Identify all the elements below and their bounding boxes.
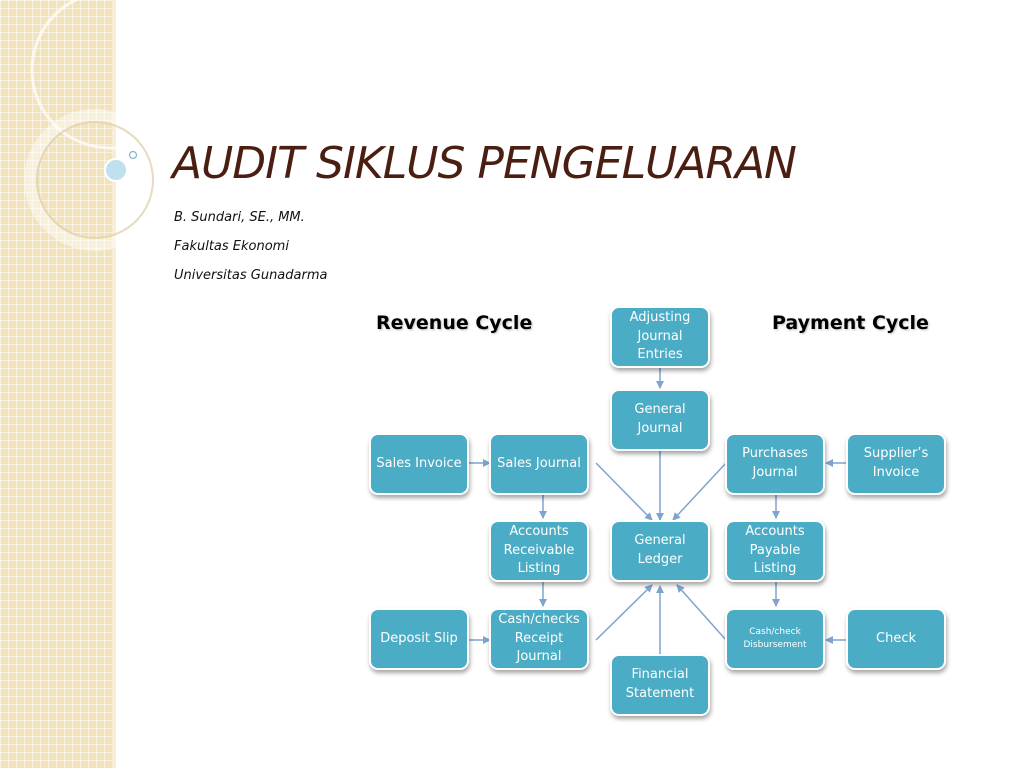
node-general-ledger: General Ledger — [612, 522, 708, 580]
payment-cycle-heading: Payment Cycle — [772, 312, 929, 334]
node-sales-journal: Sales Journal — [491, 435, 587, 493]
node-adjusting-journal-entries: Adjusting Journal Entries — [612, 308, 708, 366]
arrow-disbursement-to-ledger — [676, 584, 727, 641]
arrow-receipt-journal-to-ledger — [595, 584, 653, 641]
node-cash-checks-receipt-journal: Cash/checks Receipt Journal — [491, 610, 587, 668]
node-general-journal: General Journal — [612, 391, 708, 449]
slide-title: AUDIT SIKLUS PENGELUARAN — [172, 138, 797, 189]
decorative-circles — [24, 0, 160, 251]
node-purchases-journal: Purchases Journal — [727, 435, 823, 493]
sidebar-edge — [112, 0, 116, 768]
node-sales-invoice: Sales Invoice — [371, 435, 467, 493]
cycle-diagram: Revenue Cycle Payment Cycle Adjusting Jo… — [350, 300, 970, 725]
node-suppliers-invoice: Supplier’s Invoice — [848, 435, 944, 493]
arrow-sales-journal-to-ledger — [595, 462, 653, 521]
revenue-cycle-heading: Revenue Cycle — [376, 312, 533, 334]
node-accounts-payable-listing: Accounts Payable Listing — [727, 522, 823, 580]
node-cash-check-disbursement: Cash/check Disbursement — [727, 610, 823, 668]
author-name: B. Sundari, SE., MM. — [174, 210, 305, 225]
university-name: Universitas Gunadarma — [174, 268, 328, 283]
faculty-name: Fakultas Ekonomi — [174, 239, 289, 254]
node-financial-statement: Financial Statement — [612, 656, 708, 714]
node-check: Check — [848, 610, 944, 668]
arrow-purchases-to-ledger — [672, 462, 727, 521]
node-accounts-receivable-listing: Accounts Receivable Listing — [491, 522, 587, 580]
node-deposit-slip: Deposit Slip — [371, 610, 467, 668]
arrows-layer — [468, 368, 846, 655]
